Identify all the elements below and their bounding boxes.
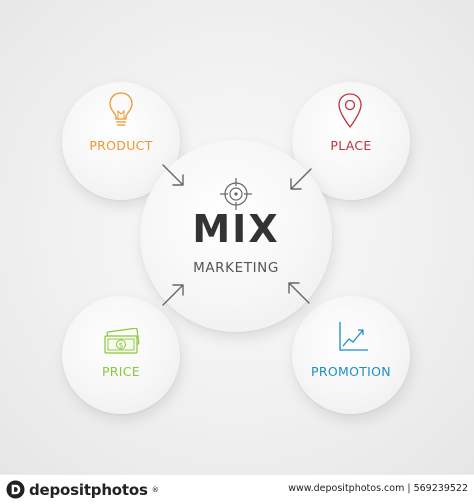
credit-url: www.depositphotos.com bbox=[288, 483, 405, 494]
footer-bar: depositphotos ® www.depositphotos.com | … bbox=[0, 474, 474, 504]
promotion-circle bbox=[292, 296, 410, 414]
money-icon: $ bbox=[104, 328, 140, 354]
diagram-canvas: PRODUCT PLACE $ PRICE PROMOTION MIX MARK… bbox=[0, 0, 474, 474]
arrow-promotion-to-center bbox=[288, 282, 310, 304]
arrow-price-to-center bbox=[162, 284, 184, 306]
price-circle bbox=[62, 296, 180, 414]
place-label: PLACE bbox=[330, 138, 372, 153]
target-icon bbox=[220, 178, 252, 210]
center-circle bbox=[140, 140, 332, 332]
svg-text:$: $ bbox=[119, 342, 123, 350]
map-pin-icon bbox=[338, 93, 362, 128]
depositphotos-logo-icon bbox=[6, 480, 25, 499]
registered-mark-icon: ® bbox=[151, 485, 159, 494]
price-label: PRICE bbox=[101, 364, 141, 379]
center-subtitle: MARKETING bbox=[193, 260, 279, 276]
arrow-product-to-center bbox=[162, 164, 184, 186]
brand: depositphotos ® bbox=[6, 480, 159, 499]
lightbulb-icon bbox=[109, 92, 133, 126]
line-chart-icon bbox=[339, 322, 368, 351]
product-label: PRODUCT bbox=[89, 138, 153, 153]
brand-name: depositphotos bbox=[29, 480, 148, 499]
image-id: 569239522 bbox=[413, 483, 468, 494]
arrow-place-to-center bbox=[290, 168, 312, 190]
footer-credit: www.depositphotos.com | 569239522 bbox=[288, 483, 468, 494]
promotion-label: PROMOTION bbox=[311, 364, 391, 379]
center-title: MIX bbox=[192, 207, 280, 251]
